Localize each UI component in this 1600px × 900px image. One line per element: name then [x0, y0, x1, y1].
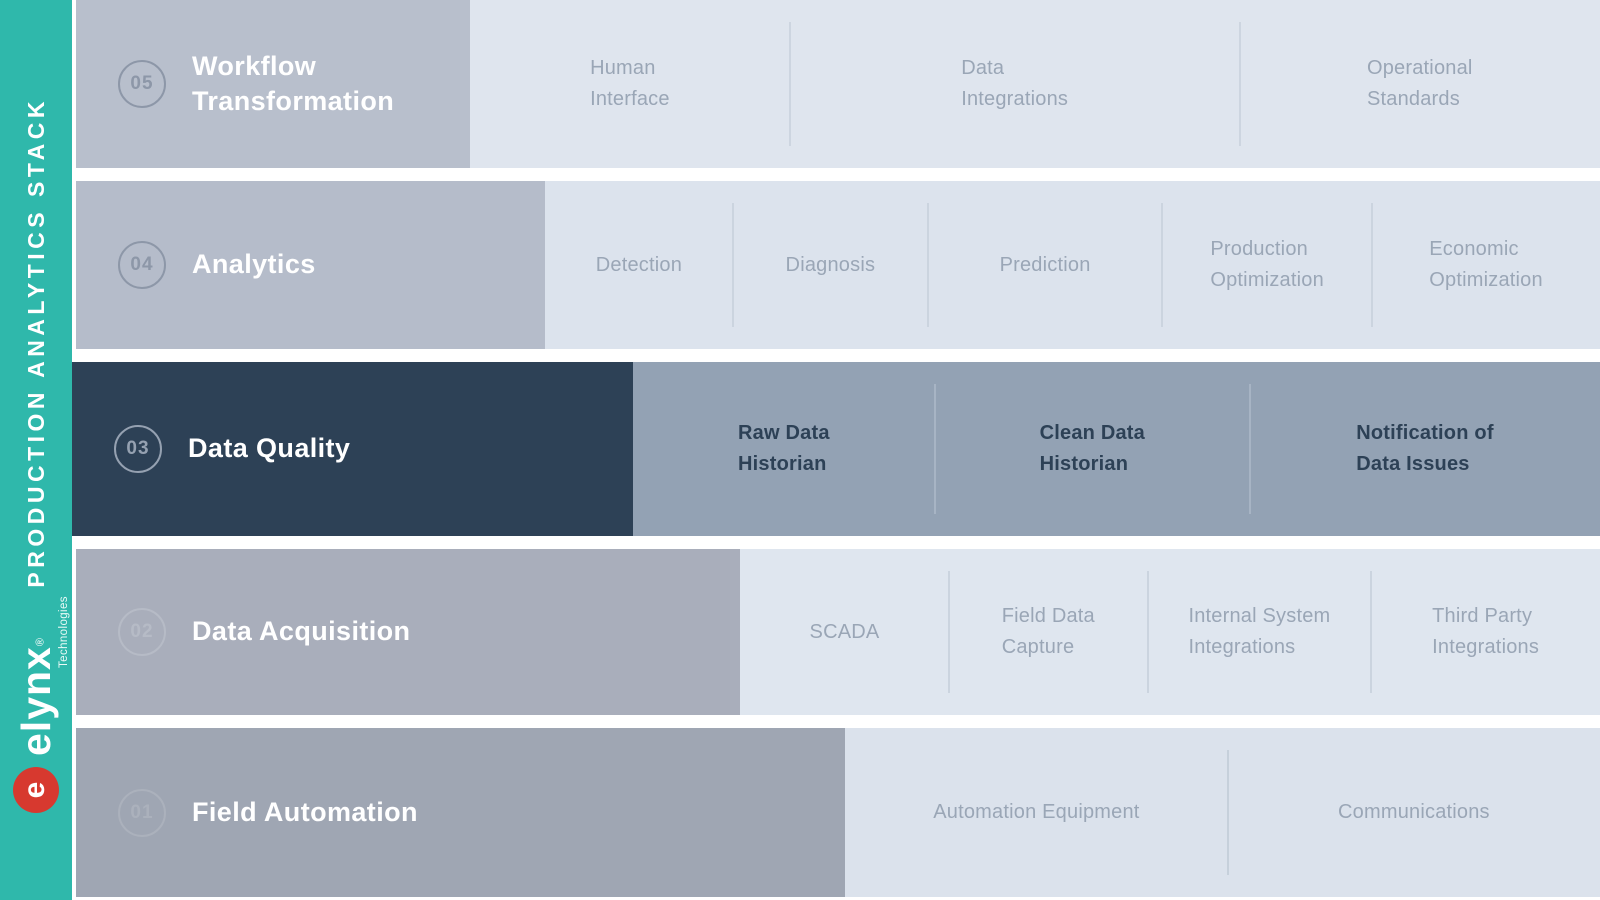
sub-item-label: Notification of Data Issues [1356, 422, 1494, 475]
row-label-data-acquisition: 02 Data Acquisition [76, 549, 740, 715]
sub-item-label: Human Interface [590, 57, 670, 110]
row-data-quality: 03 Data Quality Raw Data Historian Clean… [72, 362, 1600, 536]
row-items-workflow-transformation: Human Interface Data Integrations Operat… [470, 0, 1600, 168]
sub-item-automation-equipment: Automation Equipment [845, 728, 1228, 897]
row-title: Workflow Transformation [192, 50, 395, 116]
sub-item-label: Automation Equipment [933, 801, 1140, 823]
row-label-workflow-transformation: 05 Workflow Transformation [76, 0, 470, 168]
sub-item-third-party-integrations: Third Party Integrations [1370, 549, 1600, 715]
sub-item-label: Detection [595, 253, 683, 276]
sub-item-economic-optimization: Economic Optimization [1371, 181, 1600, 349]
sub-item-human-interface: Human Interface [470, 0, 790, 168]
sub-item-label: Internal System Integrations [1188, 605, 1331, 658]
sub-item-label: Operational Standards [1366, 57, 1473, 110]
sub-item-label: Prediction [999, 253, 1091, 276]
row-title: Data Quality [188, 433, 351, 464]
sub-item-communications: Communications [1226, 728, 1600, 897]
sub-item-field-data-capture: Field Data Capture [947, 549, 1148, 715]
row-items-data-quality: Raw Data Historian Clean Data Historian … [633, 362, 1600, 536]
sub-item-label: Communications [1338, 801, 1490, 823]
sub-item-production-optimization: Production Optimization [1161, 181, 1372, 349]
sub-item-label: Clean Data Historian [1039, 422, 1145, 475]
row-label-data-quality: 03 Data Quality [72, 362, 633, 536]
row-analytics: 04 Analytics Detection Diagnosis Predict… [76, 181, 1600, 349]
row-items-field-automation: Automation Equipment Communications [845, 728, 1600, 897]
registered-mark: ® [34, 638, 47, 647]
sub-item-label: Data Integrations [961, 57, 1069, 110]
row-number-badge: 05 [118, 60, 166, 108]
elynx-logo-icon: e [13, 767, 59, 813]
row-items-analytics: Detection Diagnosis Prediction Productio… [545, 181, 1600, 349]
row-number-badge: 04 [118, 241, 166, 289]
row-label-analytics: 04 Analytics [76, 181, 545, 349]
elynx-logo: e elynx® Technologies [0, 596, 72, 813]
row-number-badge: 01 [118, 788, 166, 837]
row-title: Field Automation [192, 796, 418, 827]
sub-item-internal-system-integrations: Internal System Integrations [1146, 549, 1372, 715]
brand-word: elynx [12, 646, 59, 756]
sidebar-title-wrap: PRODUCTION ANALYTICS STACK [0, 62, 72, 622]
row-data-acquisition: 02 Data Acquisition SCADA Field Data Cap… [76, 549, 1600, 715]
sub-item-prediction: Prediction [926, 181, 1162, 349]
sub-item-label: Raw Data Historian [738, 422, 830, 475]
sidebar-vertical-title: PRODUCTION ANALYTICS STACK [22, 96, 49, 588]
elynx-brand: elynx® Technologies [12, 596, 70, 756]
row-field-automation: 01 Field Automation Automation Equipment… [76, 728, 1600, 897]
row-workflow-transformation: 05 Workflow Transformation Human Interfa… [76, 0, 1600, 168]
sidebar: PRODUCTION ANALYTICS STACK e elynx® Tech… [0, 0, 72, 900]
row-label-field-automation: 01 Field Automation [76, 728, 845, 897]
sub-item-label: Production Optimization [1210, 238, 1324, 291]
sub-item-detection: Detection [545, 181, 733, 349]
sub-item-label: Field Data Capture [1001, 605, 1095, 658]
sub-item-notification-of-data-issues: Notification of Data Issues [1248, 362, 1600, 536]
brand-subtitle: Technologies [57, 596, 70, 668]
elynx-monogram: e [18, 781, 51, 799]
row-items-data-acquisition: SCADA Field Data Capture Internal System… [740, 549, 1600, 715]
sub-item-clean-data-historian: Clean Data Historian [933, 362, 1250, 536]
sub-item-data-integrations: Data Integrations [788, 0, 1240, 168]
row-number-badge: 03 [114, 425, 162, 473]
sub-item-scada: SCADA [740, 549, 949, 715]
row-number-badge: 02 [118, 608, 166, 656]
sub-item-label: Third Party Integrations [1432, 605, 1540, 658]
sub-item-operational-standards: Operational Standards [1238, 0, 1600, 168]
sub-item-raw-data-historian: Raw Data Historian [633, 362, 935, 536]
sub-item-label: SCADA [809, 620, 880, 643]
sub-item-diagnosis: Diagnosis [731, 181, 928, 349]
sub-item-label: Diagnosis [785, 253, 876, 276]
sub-item-label: Economic Optimization [1429, 238, 1543, 291]
row-title: Analytics [192, 249, 316, 280]
row-title: Data Acquisition [192, 616, 411, 647]
